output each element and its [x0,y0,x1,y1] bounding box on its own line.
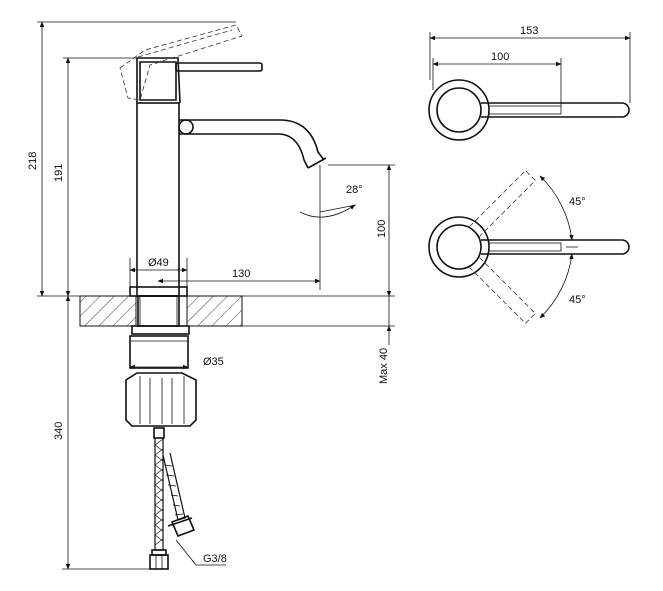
lever-handle-raised [119,24,243,101]
base-diameter-label: Ø49 [148,257,169,269]
shank-diameter-label: Ø35 [203,356,224,368]
dim-spout-height: 100 [242,164,395,297]
handle-rotated-down [469,257,536,324]
side-view: 28° [27,21,395,570]
body-height-label: 191 [53,164,65,182]
dim-top-width: 153 [429,25,631,103]
rotation-down-label: 45° [569,294,586,306]
spout-height-label: 100 [376,220,388,238]
dim-top-handle-length: 100 [432,51,562,106]
lever-handle [175,62,263,72]
top-view: 153 100 [428,25,631,141]
dim-spout-reach: 130 [157,222,321,290]
spout-angle-label: 28° [346,184,363,196]
top-handle-length-label: 100 [491,51,509,63]
connector-label: G3/8 [203,553,227,565]
overall-height-label: 218 [27,152,39,170]
countertop [79,295,243,327]
connector-leader: G3/8 [175,539,227,566]
max-thickness-label: Max 40 [378,348,390,384]
shank [129,295,190,369]
dim-overall-height: 218 [27,21,236,297]
dim-body-height: 191 [53,57,137,297]
top-width-label: 153 [520,25,538,37]
hose-length-label: 340 [53,422,65,440]
spout-angle: 28° [299,165,363,222]
mounting-nut [125,372,197,427]
hoses [149,427,196,570]
dim-max-thickness: Max 40 [242,296,395,384]
dim-hose-length: 340 [53,295,150,570]
spout [178,119,327,169]
spout-reach-label: 130 [232,268,250,280]
rotation-up-label: 45° [569,196,586,208]
dim-shank-diameter: Ø35 [129,356,224,370]
handle-rotated-up [469,170,536,237]
rotation-view: 45° 45° [428,170,630,324]
